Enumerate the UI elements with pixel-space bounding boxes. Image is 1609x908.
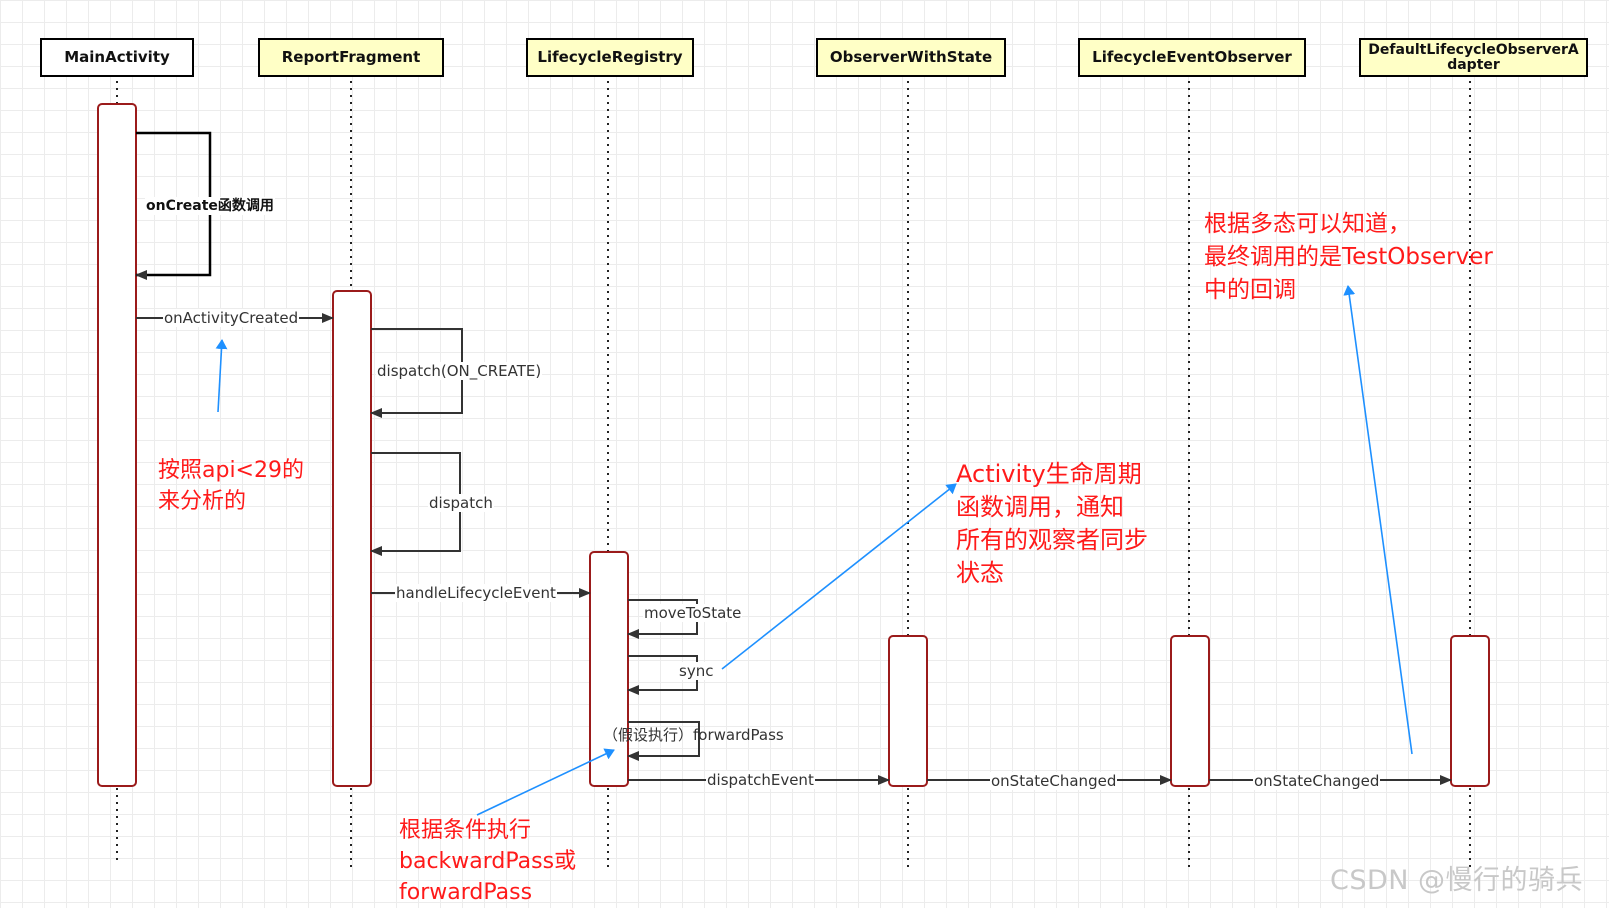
- activation-lifecycle-event-observer: [1170, 635, 1210, 787]
- activation-default-adapter: [1450, 635, 1490, 787]
- participant-lifecycle-registry: LifecycleRegistry: [526, 38, 694, 77]
- activation-main-activity: [97, 103, 137, 787]
- note-condition-line-2: backwardPass或: [399, 849, 577, 874]
- label-dispatch-on-create: dispatch(ON_CREATE): [376, 362, 543, 380]
- activation-report-fragment: [332, 290, 372, 787]
- label-on-state-changed-1: onStateChanged: [990, 772, 1118, 790]
- label-handle-lifecycle-event: handleLifecycleEvent: [395, 584, 557, 602]
- annotation-arrows: [215, 285, 1413, 816]
- note-api-line-2: 来分析的: [158, 489, 247, 514]
- label-move-to-state: moveToState: [643, 604, 743, 622]
- csdn-watermark: CSDN @慢行的骑兵: [1330, 865, 1584, 896]
- label-on-activity-created: onActivityCreated: [163, 309, 300, 327]
- note-api-line-1: 按照api<29的: [158, 458, 304, 483]
- label-sync: sync: [678, 662, 715, 680]
- note-activity-line-4: 状态: [956, 559, 1004, 587]
- participant-main-activity: MainActivity: [40, 38, 194, 77]
- label-on-state-changed-2: onStateChanged: [1253, 772, 1381, 790]
- annotation-arrow-sync: [721, 483, 957, 670]
- label-on-create: onCreate函数调用: [145, 197, 275, 215]
- label-forward-pass: （假设执行）forwardPass: [603, 726, 784, 744]
- note-condition-line-1: 根据条件执行: [399, 818, 532, 843]
- activation-lifecycle-registry: [589, 551, 629, 787]
- label-dispatch-event: dispatchEvent: [706, 771, 815, 789]
- participant-observer-with-state: ObserverWithState: [816, 38, 1006, 77]
- label-dispatch: dispatch: [428, 494, 494, 512]
- note-condition: 根据条件执行 backwardPass或 forwardPass: [399, 815, 576, 908]
- note-activity: Activity生命周期 函数调用，通知 所有的观察者同步 状态: [956, 458, 1148, 590]
- annotation-arrow-condition: [476, 748, 615, 816]
- lifelines: [116, 74, 1471, 870]
- note-polymorphism: 根据多态可以知道， 最终调用的是TestObserver 中的回调: [1204, 208, 1493, 307]
- note-activity-line-3: 所有的观察者同步: [956, 526, 1148, 554]
- self-call-forward-pass: [627, 721, 700, 761]
- note-polymorphism-line-2: 最终调用的是TestObserver: [1204, 244, 1493, 270]
- activation-bars: [97, 103, 1490, 787]
- note-polymorphism-line-1: 根据多态可以知道，: [1204, 211, 1411, 237]
- note-condition-line-3: forwardPass: [399, 880, 533, 905]
- participant-lifecycle-event-observer: LifecycleEventObserver: [1078, 38, 1306, 77]
- participant-default-adapter: DefaultLifecycleObserverAdapter: [1359, 38, 1588, 77]
- note-activity-line-1: Activity生命周期: [956, 460, 1142, 488]
- participant-report-fragment: ReportFragment: [258, 38, 444, 77]
- annotation-arrow-polymorphism: [1343, 285, 1413, 755]
- annotation-arrow-api: [215, 339, 228, 413]
- note-polymorphism-line-3: 中的回调: [1204, 277, 1296, 303]
- activation-observer-with-state: [888, 635, 928, 787]
- note-api: 按照api<29的 来分析的: [158, 455, 304, 517]
- note-activity-line-2: 函数调用，通知: [956, 493, 1124, 521]
